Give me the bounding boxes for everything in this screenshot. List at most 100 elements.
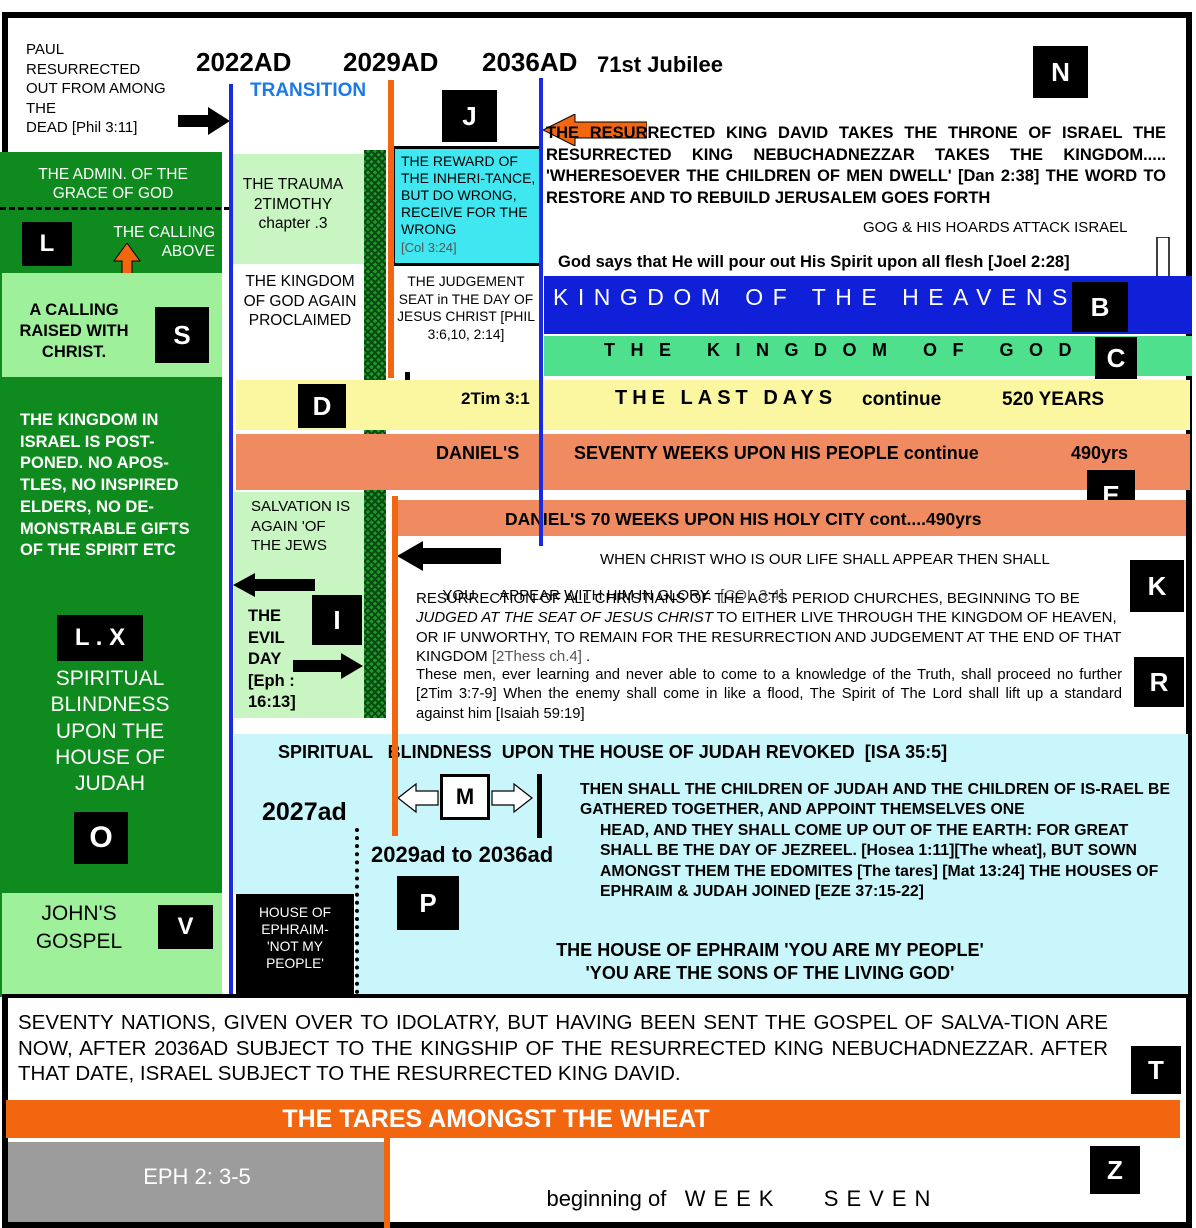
daniels-label: DANIEL'S <box>436 443 520 463</box>
seventy-weeks-people-band <box>236 434 1190 490</box>
range-2029-2036: 2029ad to 2036ad <box>371 842 554 867</box>
label-j: J <box>442 90 497 142</box>
up-arrow-icon <box>113 243 141 299</box>
trauma-text: THE TRAUMA 2TIMOTHY chapter .3 <box>242 176 344 232</box>
year-2022: 2022AD <box>196 47 292 77</box>
seventy-weeks-city-band <box>396 500 1186 536</box>
label-p: P <box>397 876 459 930</box>
throne-text: THE RESURRECTED KING DAVID TAKES THE THR… <box>546 124 1166 207</box>
kingdom-god-band <box>544 336 1192 376</box>
kingdom-again-text: THE KINGDOM OF GOD AGAIN PROCLAIMED <box>243 273 357 329</box>
eph-box <box>8 1142 386 1222</box>
eph-text: EPH 2: 3-5 <box>143 1164 251 1189</box>
week-seven-line: beginning of WEEK SEVEN <box>522 1160 938 1228</box>
label-s: S <box>155 307 209 363</box>
label-v: V <box>158 905 213 949</box>
blindness-revoked: SPIRITUAL BLINDNESS UPON THE HOUSE OF JU… <box>278 742 948 762</box>
admin-grace-title: THE ADMIN. OF THE GRACE OF GOD <box>38 166 188 202</box>
left-arrow-icon <box>543 114 647 146</box>
label-r: R <box>1134 657 1184 707</box>
last-days-band <box>236 380 1190 430</box>
week-seven-prefix: beginning of <box>546 1186 667 1211</box>
joel-text: God says that He will pour out His Spiri… <box>558 253 1070 271</box>
double-arrow-icon <box>397 778 541 818</box>
label-i: I <box>312 595 362 645</box>
ephraim-people-2: 'YOU ARE THE SONS OF THE LIVING GOD' <box>585 963 955 983</box>
jubilee-label: 71st Jubilee <box>597 52 723 77</box>
kingdom-god-text: THE KINGDOM OF GOD <box>604 340 1087 360</box>
reward-ref: [Col 3:24] <box>401 240 457 255</box>
label-b: B <box>1072 282 1128 332</box>
kingdom-again-box <box>236 266 364 376</box>
years-490: 490yrs <box>1071 443 1129 463</box>
year-2029: 2029AD <box>343 47 439 77</box>
label-t: T <box>1131 1046 1181 1094</box>
seventy-nations: SEVENTY NATIONS, GIVEN OVER TO IDOLATRY,… <box>18 1011 1108 1085</box>
label-d: D <box>298 384 346 428</box>
bottom-separator <box>2 994 1192 998</box>
dashed-divider <box>0 207 230 210</box>
calling-raised-text: A CALLING RAISED WITH CHRIST. <box>19 301 129 361</box>
transition-label: TRANSITION <box>250 80 367 101</box>
m-bar <box>537 774 542 838</box>
judgement-thess-ref: [2Thess ch.4] <box>491 647 582 665</box>
judgement-p2end: . <box>581 647 591 665</box>
last-days-years: 520 YEARS <box>1002 389 1105 410</box>
calling-above: THE CALLING ABOVE <box>113 224 215 260</box>
kingdom-heavens-text: KINGDOM OF THE HEAVENS <box>553 284 1077 310</box>
label-k: K <box>1130 560 1184 612</box>
label-o: O <box>74 812 128 864</box>
line-2029-upper <box>388 80 394 378</box>
label-c: C <box>1095 337 1137 379</box>
hosea-text-2: HEAD, AND THEY SHALL COME UP OUT OF THE … <box>600 822 1159 900</box>
last-days-ref: 2Tim 3:1 <box>461 389 530 408</box>
right-arrow-icon <box>178 107 230 135</box>
judgement-left-arrow-icon <box>397 541 501 571</box>
salvation-left-arrow-icon <box>233 573 315 597</box>
cyan-panel-lower <box>356 892 1188 994</box>
ephraim-people-1: THE HOUSE OF EPHRAIM 'YOU ARE MY PEOPLE' <box>556 940 984 960</box>
hosea-text-1: THEN SHALL THE CHILDREN OF JUDAH AND THE… <box>580 781 1170 819</box>
line-2029-lower <box>392 496 398 836</box>
gog-text: GOG & HIS HOARDS ATTACK ISRAEL <box>863 219 1128 236</box>
seventy-weeks-city: DANIEL'S 70 WEEKS UPON HIS HOLY CITY con… <box>505 509 982 529</box>
last-days-text: THE LAST DAYS <box>615 387 838 409</box>
label-n: N <box>1033 46 1088 98</box>
year-2036: 2036AD <box>482 47 578 77</box>
tares-band <box>6 1100 1180 1138</box>
kingdom-postponed: THE KINGDOM IN ISRAEL IS POST-PONED. NO … <box>20 411 190 560</box>
evil-day-text: THE EVIL DAY [Eph : 16:13] <box>248 607 296 711</box>
judgement-line2: YOU APPEAR WITH HIM IN GLORY. [COL 3:4] <box>426 570 784 621</box>
judgement-p2c: TO EITHER LIVE THROUGH THE KINGDOM OF HE… <box>416 609 1122 665</box>
label-l: L <box>22 222 72 266</box>
trauma-box <box>232 154 364 264</box>
judgement-these-men: These men, ever learning and never able … <box>416 667 1122 722</box>
reward-text: THE REWARD OF THE INHERI-TANCE, BUT DO W… <box>401 153 536 237</box>
salvation-text: SALVATION IS AGAIN 'OF THE JEWS <box>251 498 351 554</box>
house-ephraim-text: HOUSE OF EPHRAIM-'NOT MY PEOPLE' <box>258 905 332 971</box>
evil-day-right-arrow-icon <box>293 653 363 679</box>
judgement-p2a: RESURRECTION OF ALL CHRISTIANS OF THE AC… <box>416 590 1080 607</box>
dotted-line <box>355 828 359 994</box>
line-2022 <box>229 84 233 998</box>
week-seven-gap <box>666 1186 684 1211</box>
judgement-appear: APPEAR WITH HIM IN GLORY. <box>499 587 712 604</box>
seventy-weeks-people: SEVENTY WEEKS UPON HIS PEOPLE continue <box>574 443 979 463</box>
judgement-seat-text: THE JUDGEMENT SEAT in THE DAY OF JESUS C… <box>397 274 535 342</box>
judgement-p2b: JUDGED AT THE SEAT OF JESUS CHRIST <box>416 609 713 627</box>
house-ephraim-box <box>236 894 354 994</box>
judgement-line1: WHEN CHRIST WHO IS OUR LIFE SHALL APPEAR… <box>600 551 1050 568</box>
label-z: Z <box>1090 1146 1140 1194</box>
spiritual-blindness: SPIRITUAL BLINDNESS UPON THE HOUSE OF JU… <box>50 667 170 796</box>
paul-note: PAUL RESURRECTED OUT FROM AMONG THE DEAD… <box>26 41 166 136</box>
judgement-col-ref: [COL 3:4] <box>720 587 784 604</box>
label-lx: L . X <box>57 615 143 661</box>
judgement-paragraph: RESURRECTION OF ALL CHRISTIANS OF THE AC… <box>416 589 1122 666</box>
last-days-continue: continue <box>862 389 942 410</box>
year-2027: 2027ad <box>262 798 347 826</box>
judgement-you: YOU <box>442 587 475 604</box>
label-m: M <box>440 774 490 820</box>
line-2029-bottom <box>384 1138 390 1228</box>
tares-text: THE TARES AMONGST THE WHEAT <box>282 1105 710 1133</box>
